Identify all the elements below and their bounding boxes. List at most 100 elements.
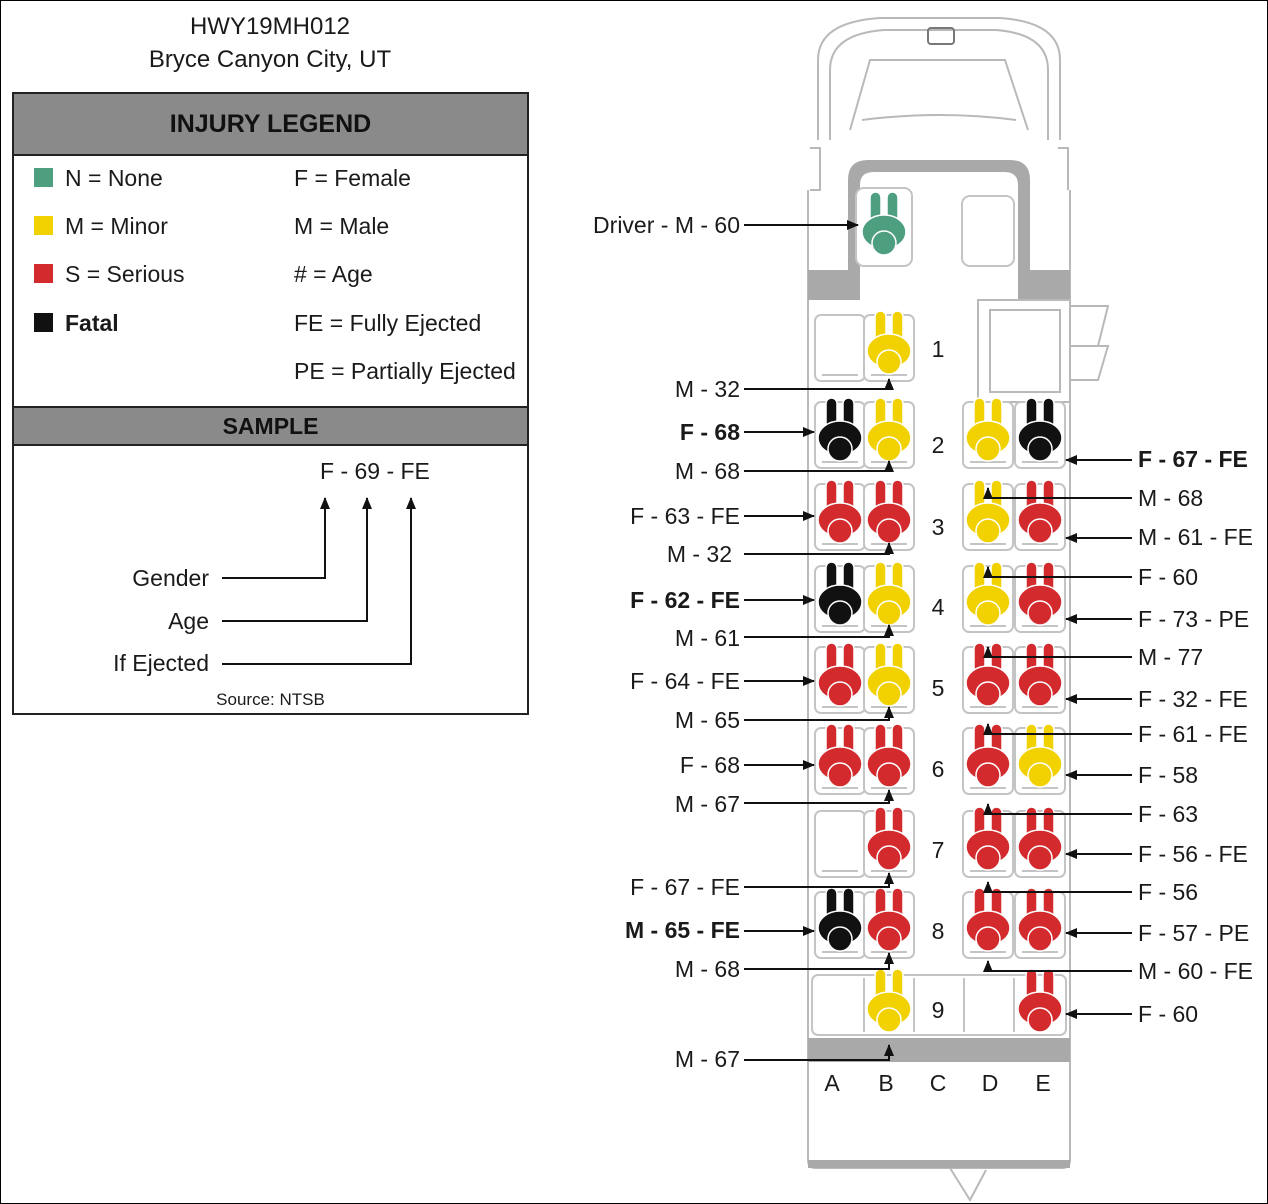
occupant-label-8e: F - 57 - PE <box>1138 920 1250 946</box>
occupant-3e <box>1017 479 1063 544</box>
occupant-label-8b: M - 68 <box>674 956 740 982</box>
occupant-4d <box>965 561 1011 626</box>
arrow-9b <box>744 1044 894 1061</box>
column-letter-e: E <box>1035 1070 1051 1096</box>
occupant-label-5b: M - 65 <box>674 707 740 733</box>
bus-cab-walls <box>808 160 1070 1168</box>
seat-1a <box>814 314 866 382</box>
occupant-2e <box>1017 397 1063 462</box>
occupant-5e <box>1017 642 1063 707</box>
source-note: Source: NTSB <box>216 690 325 709</box>
arrow-5d <box>983 723 1132 735</box>
occupant-5d <box>965 642 1011 707</box>
legend-title: INJURY LEGEND <box>14 94 527 156</box>
arrow-4d <box>983 646 1132 658</box>
occupant-label-9e: F - 60 <box>1138 1001 1199 1027</box>
occupant-6b <box>866 723 912 788</box>
arrow-2d <box>983 487 1132 499</box>
injury-legend: INJURY LEGEND N = None M = Minor S = Ser… <box>12 92 529 715</box>
row-number-7: 7 <box>931 837 945 863</box>
occupant-5b <box>866 642 912 707</box>
occupant-label-2e: F - 67 - FE <box>1138 446 1248 472</box>
occupant-label-7d: F - 56 <box>1138 879 1199 905</box>
occupant-6d <box>965 723 1011 788</box>
occupant-label-4a: F - 62 - FE <box>630 587 740 613</box>
arrow-8d <box>983 960 1132 972</box>
seat-7a <box>814 810 866 878</box>
occupant-label-8a: M - 65 - FE <box>624 917 740 943</box>
swatch-minor <box>34 216 53 235</box>
occupant-8a <box>817 887 863 952</box>
column-letter-c: C <box>929 1070 947 1096</box>
row-number-4: 4 <box>931 594 945 620</box>
occupant-layer <box>817 191 1063 1033</box>
sample-label: F - 69 - FE <box>320 458 430 484</box>
occupant-label-3a: F - 63 - FE <box>630 503 740 529</box>
occupant-label-5a: F - 64 - FE <box>630 668 740 694</box>
swatch-fatal <box>34 313 53 332</box>
legend-key-partially-ejected: PE = Partially Ejected <box>294 358 516 384</box>
swatch-serious <box>34 264 53 283</box>
occupant-1b <box>866 310 912 375</box>
row-number-1: 1 <box>931 336 945 362</box>
occupant-label-9b: M - 67 <box>674 1046 740 1072</box>
occupant-label-6a: F - 68 <box>679 752 740 778</box>
legend-key-female: F = Female <box>294 165 411 191</box>
sample-gender: Gender <box>132 565 209 591</box>
sample-age: Age <box>168 608 209 634</box>
arrow-7b <box>744 872 894 888</box>
occupant-label-2d: M - 68 <box>1138 485 1204 511</box>
occupant-4a <box>817 561 863 626</box>
occupant-label-6d: F - 63 <box>1138 801 1199 827</box>
swatch-none <box>34 168 53 187</box>
sample-title: SAMPLE <box>14 406 527 446</box>
occupant-6a <box>817 723 863 788</box>
occupant-label-3b: M - 32 <box>666 541 732 567</box>
occupant-2d <box>965 397 1011 462</box>
legend-injury-none: N = None <box>65 165 163 191</box>
occupant-2b <box>866 397 912 462</box>
arrow-8b <box>744 952 894 970</box>
occupant-8e <box>1017 887 1063 952</box>
row-number-5: 5 <box>931 675 945 701</box>
legend-key-age: # = Age <box>294 261 373 287</box>
occupant-8b <box>866 887 912 952</box>
row-number-8: 8 <box>931 918 945 944</box>
occupant-8d <box>965 887 1011 952</box>
occupant-label-7b: F - 67 - FE <box>630 874 740 900</box>
case-header: HWY19MH012 Bryce Canyon City, UT <box>0 10 540 76</box>
occupant-label-3d: F - 60 <box>1138 564 1199 590</box>
occupant-label-2b: M - 68 <box>674 458 740 484</box>
column-letter-b: B <box>878 1070 894 1096</box>
arrow-7d <box>983 881 1132 893</box>
arrow-4b <box>744 624 894 638</box>
driver-label: Driver - M - 60 <box>593 212 740 238</box>
arrow-5b <box>744 706 894 721</box>
occupant-9b <box>866 968 912 1033</box>
occupant-label-2a: F - 68 <box>679 419 740 445</box>
label-arrows <box>744 220 1132 1061</box>
occupant-label-3e: M - 61 - FE <box>1138 524 1254 550</box>
occupant-label-1b: M - 32 <box>674 376 740 402</box>
door-area <box>977 299 1110 403</box>
occupant-3b <box>866 479 912 544</box>
sample-if-ejected: If Ejected <box>113 650 209 676</box>
occupant-label-5d: F - 61 - FE <box>1138 721 1248 747</box>
occupant-label-7e: F - 56 - FE <box>1138 841 1248 867</box>
guide-seat <box>961 195 1015 267</box>
occupant-7e <box>1017 806 1063 871</box>
arrow-3b <box>744 542 894 555</box>
occupant-7b <box>866 806 912 871</box>
row-number-6: 6 <box>931 756 945 782</box>
row-number-9: 9 <box>931 997 945 1023</box>
sample-arrows <box>222 497 416 665</box>
legend-injury-fatal: Fatal <box>65 310 119 336</box>
occupant-label-8d: M - 60 - FE <box>1138 958 1254 984</box>
column-letter-d: D <box>981 1070 999 1096</box>
legend-injury-minor: M = Minor <box>65 213 168 239</box>
occupant-driver <box>861 191 907 256</box>
occupant-label-4b: M - 61 <box>674 625 740 651</box>
occupant-9e <box>1017 968 1063 1033</box>
row-number-3: 3 <box>931 514 945 540</box>
